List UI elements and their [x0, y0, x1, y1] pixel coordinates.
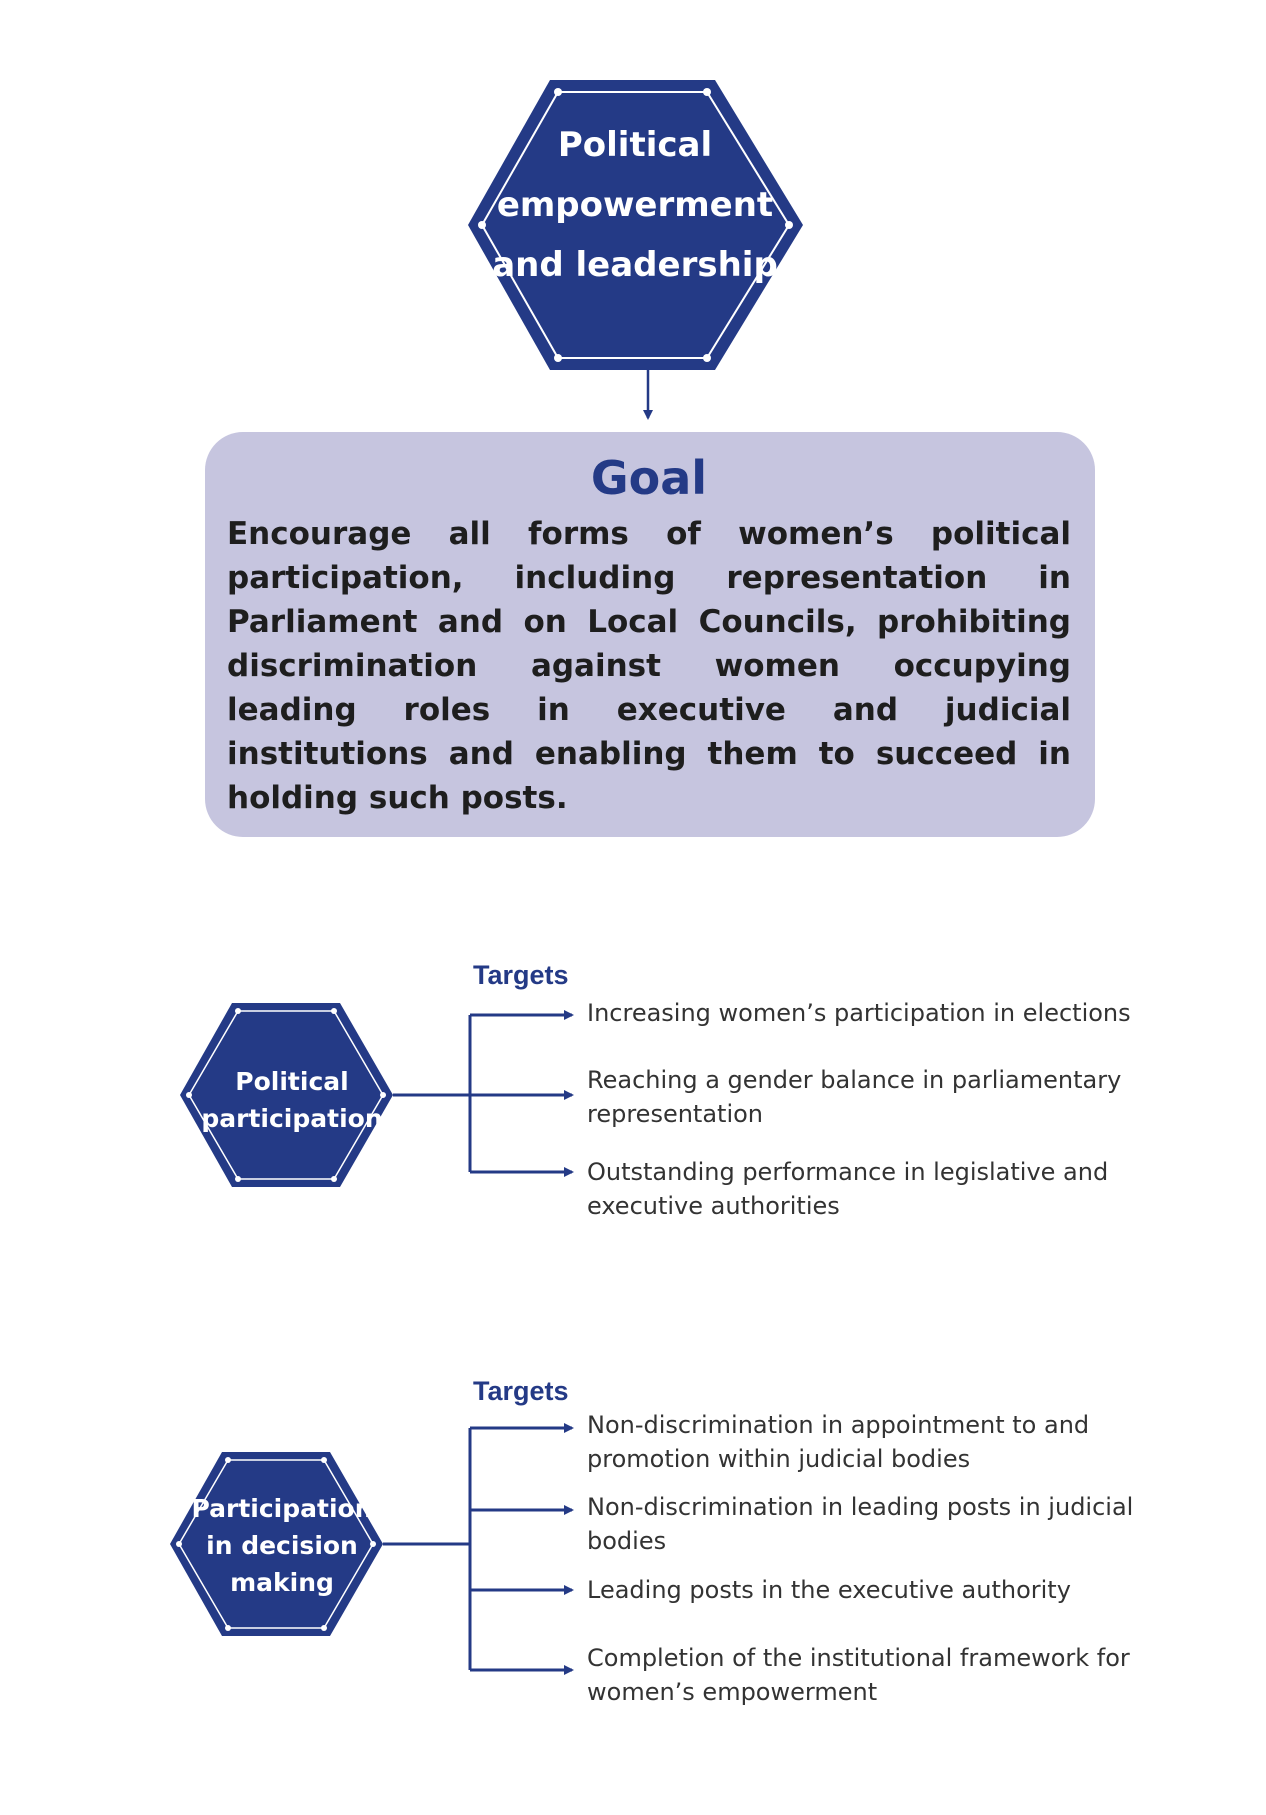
section1-connectors [393, 1010, 574, 1177]
decision-making-label-wrapper: Participation in decision making [172, 1455, 392, 1635]
section2-connectors [383, 1423, 574, 1675]
decision-making-hexagon [170, 1452, 383, 1636]
target-item: Increasing women’s participation in elec… [587, 999, 1131, 1027]
political-participation-hexagon [180, 1003, 393, 1187]
targets-label: Targets [473, 960, 569, 990]
political-participation-label-wrapper: Political participation [182, 1010, 402, 1190]
target-item: Reaching a gender balance in parliamenta… [587, 1066, 1122, 1128]
target-item: Non-discrimination in appointment to and… [587, 1411, 1090, 1473]
goal-text: Encourage all forms of women’s political… [227, 516, 1071, 816]
goal-box: Goal Encourage all forms of women’s poli… [205, 432, 1095, 837]
target-item: Non-discrimination in leading posts in j… [587, 1493, 1134, 1555]
target-item: Completion of the institutional framewor… [587, 1644, 1130, 1706]
main-node-label-wrapper: Political empowerment and leadership [470, 100, 800, 310]
targets-label: Targets [473, 1376, 569, 1406]
main-node-label: Political empowerment and leadership [492, 125, 778, 285]
target-item: Outstanding performance in legislative a… [587, 1158, 1109, 1220]
goal-title: Goal [590, 451, 708, 505]
decision-making-label: Participation in decision making [191, 1493, 373, 1597]
target-item: Leading posts in the executive authority [587, 1576, 1071, 1604]
main-hexagon [468, 80, 803, 370]
political-participation-label: Political participation [201, 1067, 383, 1133]
